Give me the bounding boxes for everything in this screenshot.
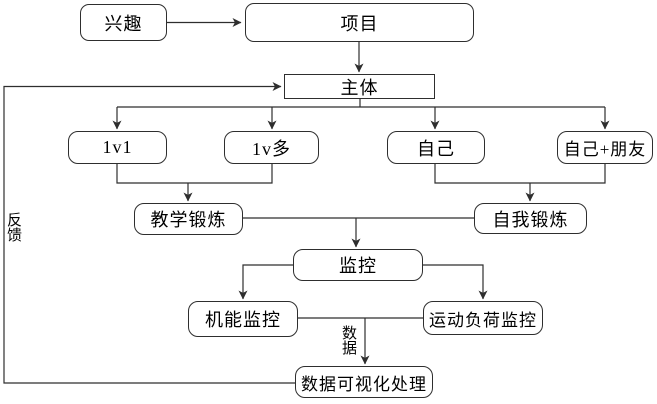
edge-merge-right	[434, 164, 606, 184]
data-edge-label: 数据	[341, 326, 357, 357]
node-monitoring: 监控	[293, 249, 423, 281]
node-1v1: 1v1	[68, 131, 167, 164]
feedback-edge-label: 反馈	[6, 213, 22, 244]
node-interest: 兴趣	[80, 4, 167, 41]
edge-monitoring-load	[423, 264, 488, 300]
node-teaching-exercise: 教学锻炼	[134, 203, 243, 235]
node-1v-many: 1v多	[224, 131, 319, 164]
node-load-monitoring: 运动负荷监控	[423, 301, 543, 335]
node-function-monitoring: 机能监控	[188, 301, 298, 337]
edge-merge-left	[116, 164, 273, 184]
node-data-visualization: 数据可视化处理	[295, 366, 433, 398]
node-self: 自己	[387, 131, 485, 164]
node-project: 项目	[245, 3, 474, 42]
node-subject: 主体	[284, 74, 435, 99]
node-self-friends: 自己+朋友	[557, 131, 653, 164]
edge-feedback-loop	[3, 82, 295, 384]
edge-monitoring-function	[238, 264, 293, 300]
node-self-exercise: 自我锻炼	[474, 203, 587, 234]
